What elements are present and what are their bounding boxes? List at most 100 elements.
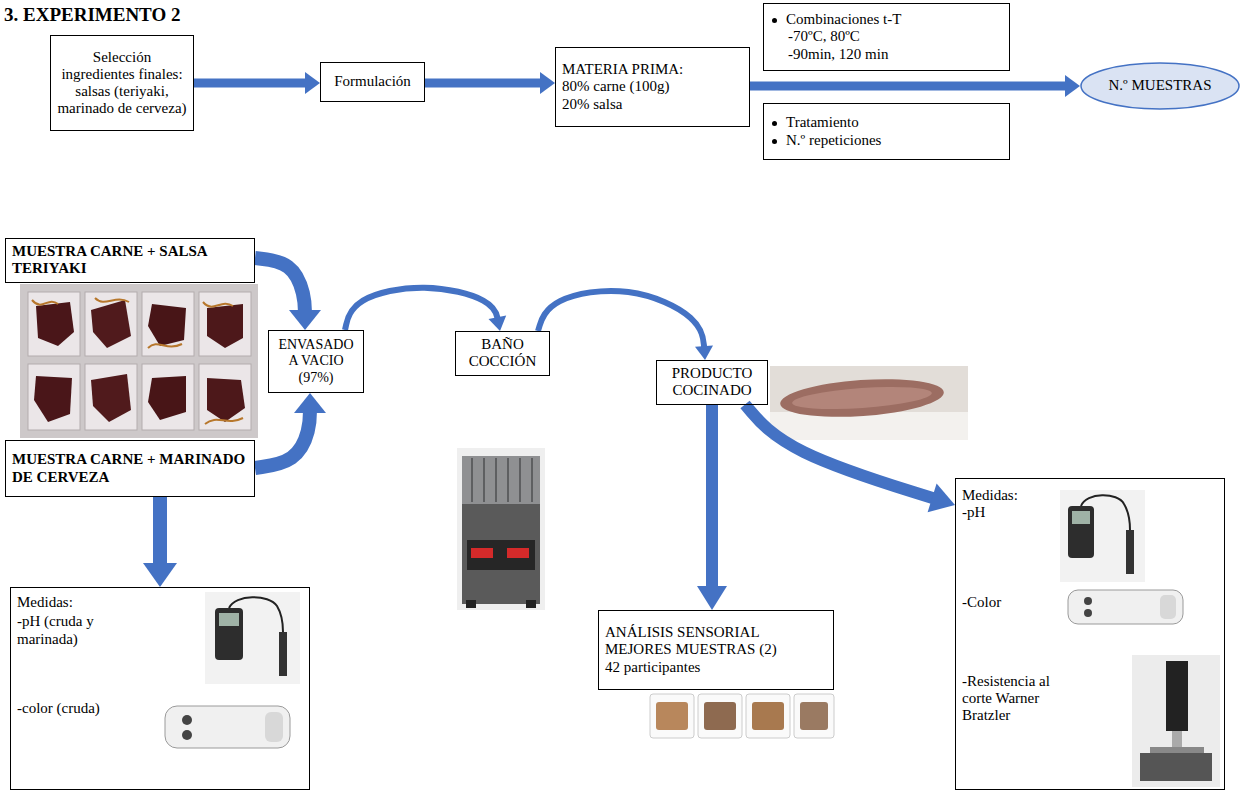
flow-arrow: [750, 75, 1080, 97]
meat-piece: [207, 304, 243, 348]
text-row: 42 participantes: [605, 659, 827, 676]
arrow-shaft: [425, 79, 545, 88]
arrow-shaft: [255, 258, 305, 316]
text-row: Formulación: [327, 73, 418, 90]
process-box: Formulación: [320, 62, 425, 102]
photo-ground: [205, 592, 300, 684]
machine-column: [1166, 661, 1188, 731]
sample: [656, 702, 688, 730]
parameter-box: TratamientoN.º repeticiones: [763, 103, 1010, 160]
bullet-dot: [772, 139, 777, 144]
text-row: -pH: [962, 504, 1218, 521]
arrow-head: [928, 484, 955, 513]
bath-body: [462, 504, 540, 604]
meat-piece: [91, 374, 131, 422]
bath-rack: [462, 456, 540, 504]
meter-body: [215, 608, 243, 660]
photo-ground: [770, 366, 968, 440]
bag-body: [142, 364, 194, 430]
text-row: PRODUCTO COCINADO: [663, 365, 761, 400]
plate: [698, 694, 742, 738]
node-text: Combinaciones t-T: [786, 11, 1003, 28]
arrow-shaft: [153, 497, 167, 570]
node-text: -pH: [962, 504, 1074, 521]
water-bath-photo: [457, 448, 545, 610]
text-row: -Resistencia al corte Warner Bratzler: [962, 673, 1218, 725]
platform: [1150, 747, 1204, 753]
flow-arrow: [745, 405, 955, 513]
bag: [142, 292, 194, 356]
bag: [142, 364, 194, 430]
arrow-head: [143, 563, 177, 587]
colorimeter-head: [265, 712, 283, 742]
process-box: PRODUCTO COCINADO: [656, 360, 768, 405]
arrow-shaft: [538, 291, 704, 350]
node-text: -Resistencia al corte Warner Bratzler: [962, 673, 1074, 725]
ellipse-shape: [1081, 63, 1239, 109]
text-row: Medidas:: [17, 594, 303, 611]
bullet-dot: [772, 18, 777, 23]
sample-box: MUESTRA CARNE + SALSA TERIYAKI: [5, 238, 255, 283]
flow-arrow: [345, 288, 506, 331]
plate: [650, 694, 694, 738]
flow-arrow: [697, 405, 727, 611]
arrow-head: [540, 72, 555, 94]
arrow-shaft: [255, 407, 310, 468]
plate: [746, 694, 790, 738]
ph-meter-photo: [205, 592, 300, 684]
bag-body: [142, 292, 194, 356]
text-row: MUESTRA CARNE + MARINADO DE CERVEZA: [12, 451, 248, 486]
meat-piece: [36, 302, 74, 346]
parameter-box: Combinaciones t-T-70ºC, 80ºC-90min, 120 …: [763, 3, 1010, 71]
node-text: Tratamiento: [786, 114, 1003, 131]
node-text: -pH (cruda y marinada): [17, 613, 152, 648]
node-text: 80% carne (100g): [562, 78, 743, 95]
node-text: ENVASADO A VACIO (97%): [273, 337, 359, 385]
foot: [466, 600, 476, 608]
text-row: -90min, 120 min: [770, 46, 1003, 63]
arrow-shaft: [745, 405, 939, 501]
ph-meter-photo: [1060, 490, 1145, 582]
meat-piece: [91, 300, 131, 348]
node-text: Formulación: [334, 73, 411, 90]
sample: [800, 702, 828, 730]
bag: [199, 364, 251, 430]
arrow-shaft: [750, 82, 1070, 91]
photo-ground: [20, 284, 258, 438]
sauce-trace: [95, 298, 129, 302]
meat-surface: [791, 383, 932, 413]
text-row: ANÁLISIS SENSORIAL MEJORES MUESTRAS (2): [605, 624, 827, 659]
node-text: Medidas:: [962, 487, 1074, 504]
bag: [85, 292, 137, 356]
text-row: MATERIA PRIMA:: [562, 61, 743, 78]
photo-ground: [457, 448, 545, 610]
flow-arrow: [538, 291, 713, 360]
cooked-meat: [779, 374, 945, 421]
photo-ground: [1132, 655, 1220, 787]
colorimeter-body: [165, 706, 290, 748]
meter-body: [1068, 506, 1094, 558]
cable: [1081, 495, 1130, 530]
blade: [1172, 731, 1182, 747]
arrow-shaft: [194, 79, 310, 88]
node-text: MUESTRA CARNE + MARINADO DE CERVEZA: [12, 451, 248, 486]
sauce-trace: [205, 418, 243, 424]
sensory-box: ANÁLISIS SENSORIAL MEJORES MUESTRAS (2)4…: [598, 610, 834, 690]
bullet-dot: [772, 121, 777, 126]
foot: [526, 600, 536, 608]
arrow-head: [1065, 75, 1080, 97]
colorimeter-button: [182, 715, 192, 725]
colorimeter-photo: [1068, 590, 1183, 624]
flow-arrow: [194, 72, 320, 94]
node-text: BAÑO COCCIÓN: [462, 336, 543, 371]
node-text: 42 participantes: [605, 659, 827, 676]
text-row: BAÑO COCCIÓN: [462, 336, 543, 371]
arrow-head: [695, 345, 713, 360]
text-row: Combinaciones t-T: [770, 11, 1003, 28]
bag-body: [199, 364, 251, 430]
text-row: MUESTRA CARNE + SALSA TERIYAKI: [12, 243, 248, 278]
node-text: N.º repeticiones: [786, 132, 1003, 149]
flow-arrow: [255, 258, 321, 330]
colorimeter-body: [1068, 590, 1183, 624]
meter-screen: [219, 613, 239, 626]
